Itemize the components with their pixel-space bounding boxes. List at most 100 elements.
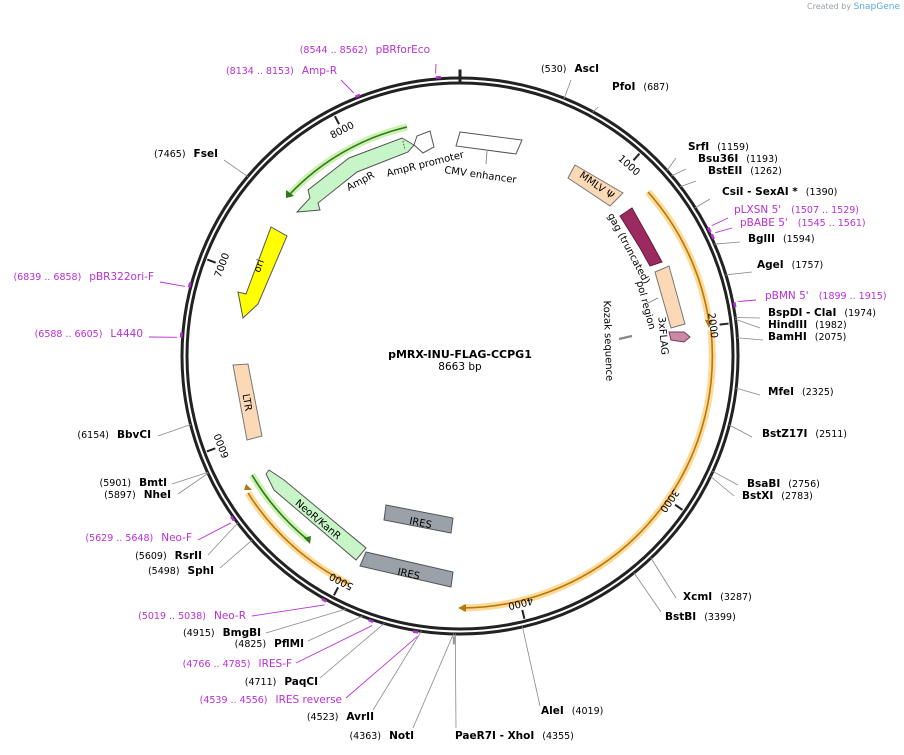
- primer-label[interactable]: (6588 .. 6605)L4440: [35, 328, 143, 340]
- enzyme-name: XcmI: [683, 591, 712, 603]
- enzyme-name: AvrII: [346, 711, 374, 723]
- primer-pos: (6839 .. 6858): [13, 272, 81, 283]
- primer-label[interactable]: (4766 .. 4785) IRES-F: [183, 658, 292, 670]
- primer-pos: (4766 .. 4785): [183, 659, 251, 670]
- primer-name: Neo-R: [214, 610, 246, 622]
- enzyme-leader: [223, 159, 249, 178]
- enzyme-label[interactable]: CsiI - SexAI *(1390): [722, 186, 837, 198]
- enzyme-leader: [454, 633, 457, 729]
- enzyme-label[interactable]: PfoI(687): [612, 81, 669, 93]
- enzyme-leader: [694, 198, 711, 209]
- label-ires-2: IRES: [396, 567, 420, 583]
- feature-ltr[interactable]: [232, 363, 263, 441]
- enzyme-label[interactable]: BstXI(2783): [742, 490, 813, 502]
- feature-kozak[interactable]: [618, 334, 633, 341]
- feature-cmv-enhancer[interactable]: [455, 131, 523, 155]
- enzyme-label[interactable]: BglII(1594): [748, 233, 815, 245]
- enzyme-label[interactable]: AleI(4019): [541, 705, 603, 717]
- site-marks: [148, 63, 764, 729]
- enzyme-leader: [592, 106, 599, 113]
- enzyme-label[interactable]: MfeI(2325): [768, 386, 834, 398]
- feature-ires-2[interactable]: [359, 551, 454, 588]
- enzyme-leader: [307, 615, 363, 642]
- primer-label[interactable]: (8544 .. 8562)pBRforEco: [300, 44, 430, 56]
- primer-name: IRES-F: [258, 658, 292, 670]
- primer-name: Amp-R: [302, 65, 337, 77]
- orf-arrow-2: [458, 604, 466, 612]
- primer-label[interactable]: (8134 .. 8153) Amp-R: [226, 65, 337, 77]
- enzyme-pos: (5609): [135, 551, 167, 562]
- enzyme-label[interactable]: BstBI(3399): [665, 611, 736, 623]
- feature-ampr[interactable]: [295, 137, 415, 213]
- primer-name: pBMN 5': [765, 290, 809, 302]
- enzyme-label[interactable]: AgeI(1757): [757, 259, 823, 271]
- feature-gag[interactable]: [619, 207, 663, 267]
- enzyme-label[interactable]: PaeR7I - XhoI (4355): [455, 730, 574, 742]
- primer-name: L4440: [110, 328, 143, 340]
- enzyme-label[interactable]: BamHI(2075): [768, 331, 846, 343]
- primer-pos: (8134 .. 8153): [226, 66, 294, 77]
- primer-label[interactable]: (5019 .. 5038)Neo-R: [138, 610, 246, 622]
- tick-label-2000: 2000: [705, 312, 719, 339]
- primer-label[interactable]: pBMN 5'(1899 .. 1915): [765, 290, 887, 302]
- enzyme-pos: (530): [541, 64, 567, 75]
- primer-pos: (4539 .. 4556): [200, 695, 268, 706]
- enzyme-label[interactable]: (7465)FseI: [154, 148, 218, 160]
- primer-name: pBABE 5': [740, 217, 788, 229]
- feature-ori[interactable]: [237, 226, 288, 319]
- primer-mark: [368, 618, 374, 623]
- primer-label[interactable]: pLXSN 5'(1507 .. 1529): [734, 204, 859, 216]
- primer-mark: [354, 93, 361, 99]
- enzyme-label[interactable]: (4915)BmgBI: [183, 627, 261, 639]
- label-3xflag: 3xFLAG: [655, 316, 669, 355]
- tick-4000: [521, 609, 526, 619]
- enzyme-name: Bsu36I: [698, 153, 738, 165]
- enzyme-label[interactable]: (4711)PaqCI: [245, 676, 318, 688]
- enzyme-label[interactable]: (530) AscI: [541, 63, 599, 75]
- enzyme-label[interactable]: XcmI(3287): [683, 591, 752, 603]
- feature-ires-1[interactable]: [383, 504, 454, 534]
- enzyme-label[interactable]: HindIII(1982): [768, 319, 847, 331]
- enzyme-label[interactable]: (4523)AvrII: [307, 711, 374, 723]
- enzyme-pos: (1390): [806, 187, 838, 198]
- enzyme-label[interactable]: Bsu36I(1193): [698, 153, 778, 165]
- primer-label[interactable]: pBABE 5'(1545 .. 1561): [740, 217, 866, 229]
- enzyme-name: SphI: [188, 565, 214, 577]
- enzyme-name: PaeR7I - XhoI: [455, 730, 534, 742]
- tick-7000: [206, 258, 217, 264]
- enzyme-label[interactable]: (6154)BbvCI: [77, 429, 151, 441]
- enzyme-name: AscI: [574, 63, 599, 75]
- enzyme-leader: [412, 633, 455, 729]
- site-mark-noti: [452, 636, 456, 645]
- tick-label-8000: 8000: [329, 120, 357, 142]
- primer-label[interactable]: (5629 .. 5648)Neo-F: [85, 532, 192, 544]
- enzyme-label[interactable]: (4825)PflMI: [235, 638, 304, 650]
- primer-label[interactable]: (4539 .. 4556)IRES reverse: [200, 694, 342, 706]
- feature-mmlv-psi[interactable]: [567, 164, 624, 207]
- enzyme-pos: (2325): [802, 387, 834, 398]
- tick-label-6000: 6000: [213, 432, 232, 460]
- feature-ampr-promoter[interactable]: [413, 130, 435, 154]
- feature-pol-region[interactable]: [654, 265, 686, 329]
- feature-3xflag[interactable]: [668, 331, 691, 343]
- enzyme-label[interactable]: (5897)NheI: [104, 489, 171, 501]
- enzyme-label[interactable]: BstZ17I(2511): [762, 428, 847, 440]
- enzyme-leader: [219, 539, 253, 569]
- enzyme-label[interactable]: (5498)SphI: [148, 565, 214, 577]
- enzyme-label[interactable]: BstEII(1262): [708, 165, 782, 177]
- enzyme-leader: [563, 79, 572, 99]
- enzyme-label[interactable]: (4363)NotI: [349, 730, 414, 742]
- enzyme-pos: (4355): [542, 731, 574, 742]
- primer-label[interactable]: (6839 .. 6858)pBR322ori-F: [13, 271, 154, 283]
- enzyme-label[interactable]: SrfI(1159): [688, 141, 749, 153]
- enzyme-name: BstEII: [708, 165, 742, 177]
- enzyme-label[interactable]: (5609)RsrII: [135, 550, 202, 562]
- primer-mark: [710, 233, 715, 240]
- primer-leader: [738, 299, 757, 302]
- enzyme-leader: [736, 337, 764, 341]
- feature-neor-kanr[interactable]: [265, 469, 367, 561]
- enzyme-label[interactable]: BsaBI(2756): [747, 478, 820, 490]
- enzyme-label[interactable]: BspDI - ClaI(1974): [768, 307, 876, 319]
- enzyme-pos: (687): [643, 82, 669, 93]
- enzyme-label[interactable]: (5901)BmtI: [100, 477, 167, 489]
